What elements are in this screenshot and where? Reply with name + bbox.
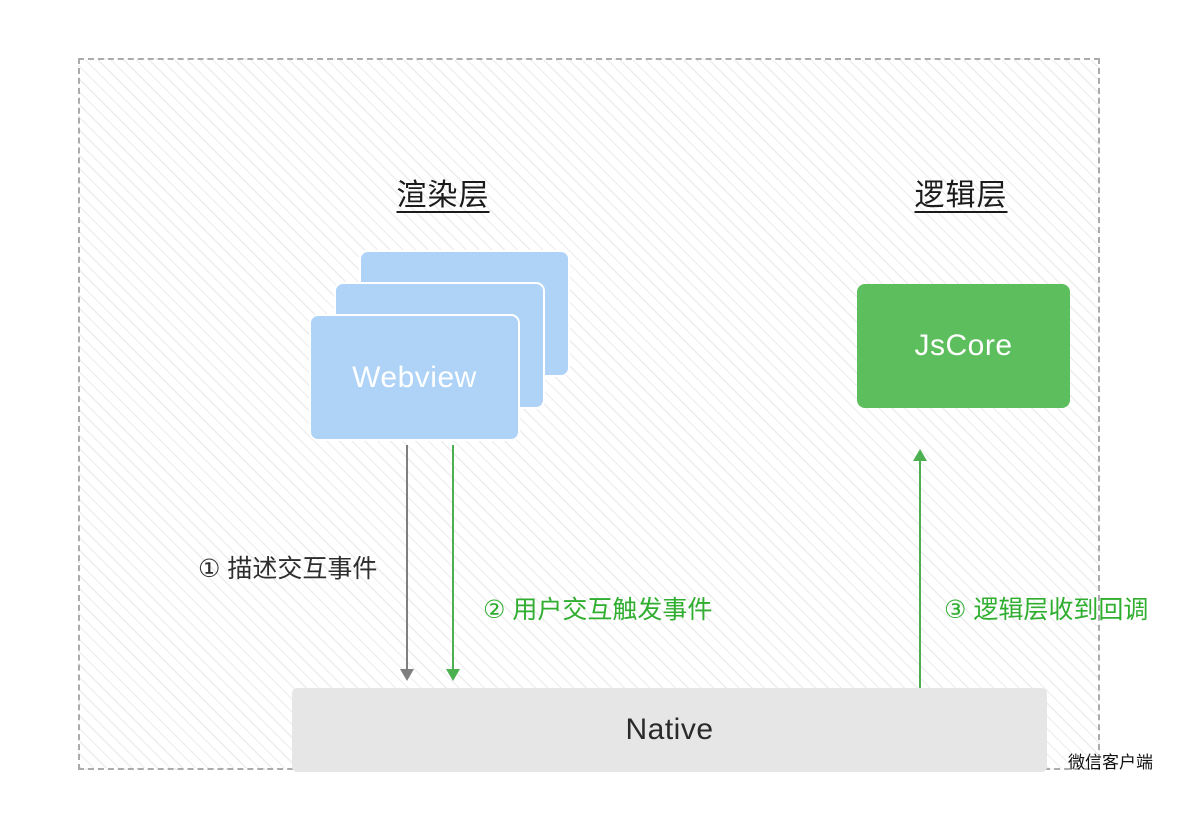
arrow-user-event-green-down	[445, 445, 461, 681]
native-bar: Native	[292, 688, 1047, 772]
webview-card-front: Webview	[309, 314, 520, 441]
annotation-user-event: ② 用户交互触发事件	[483, 596, 713, 624]
arrow-shaft	[452, 445, 454, 670]
logic-layer-title: 逻辑层	[914, 179, 1008, 212]
arrow-describe-event-gray-down	[399, 445, 415, 681]
diagram-canvas: 渲染层 逻辑层 Webview JsCore ① 描述交互事件 ② 用户交互触发…	[78, 58, 1153, 772]
jscore-box: JsCore	[857, 284, 1070, 408]
arrow-callback-green-up	[912, 449, 928, 688]
arrow-shaft	[919, 460, 921, 688]
arrow-head-down-icon	[446, 669, 460, 681]
arrow-shaft	[406, 445, 408, 670]
jscore-label: JsCore	[914, 329, 1013, 362]
native-label: Native	[625, 713, 714, 746]
wechat-client-label: 微信客户端	[1068, 753, 1153, 772]
webview-label: Webview	[352, 360, 477, 394]
render-layer-title: 渲染层	[396, 179, 490, 212]
annotation-callback: ③ 逻辑层收到回调	[944, 596, 1149, 624]
arrow-head-up-icon	[913, 449, 927, 461]
annotation-describe-event: ① 描述交互事件	[198, 555, 378, 583]
arrow-head-down-icon	[400, 669, 414, 681]
